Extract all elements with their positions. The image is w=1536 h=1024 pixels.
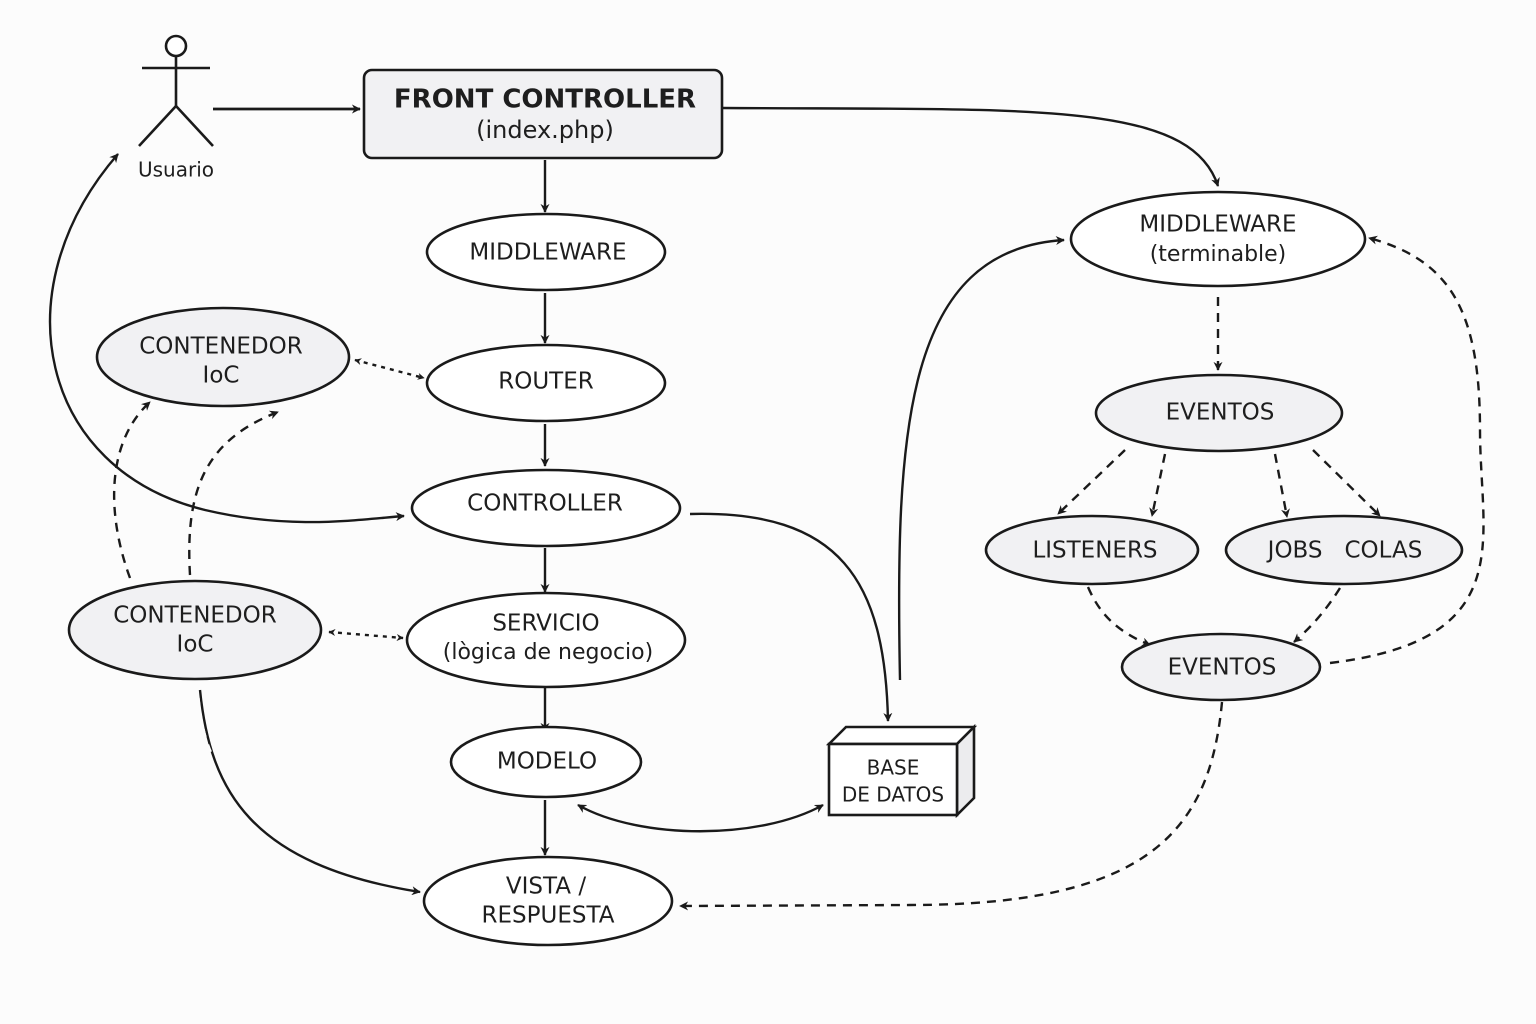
arrow-eventos-to-vista: [679, 701, 1224, 911]
modelo-ellipse: [449, 725, 643, 799]
contenedor-bottom-ellipse: [67, 579, 323, 681]
contenedor-bottom-line1: CONTENEDOR: [113, 603, 277, 629]
router-ellipse: [425, 343, 667, 423]
database-top-face: [825, 725, 978, 746]
arrow-eventos-to-jobs-a: [1273, 453, 1290, 518]
arrow-eventos-to-listeners-b: [1149, 453, 1167, 517]
link-contenedor-servicio: [328, 629, 404, 641]
vista-ellipse: [422, 855, 674, 947]
middleware-terminable-ellipse: [1069, 190, 1367, 288]
eventos-top-ellipse: [1094, 373, 1344, 453]
listeners-ellipse: [984, 514, 1200, 586]
controller-ellipse: [410, 468, 682, 548]
middleware-terminable-subtitle: (terminable): [1150, 242, 1287, 267]
modelo-label: MODELO: [497, 749, 597, 775]
contenedor-bottom-line2: IoC: [177, 632, 214, 658]
router-label: ROUTER: [498, 369, 594, 395]
listeners-label: LISTENERS: [1032, 538, 1157, 564]
actor-label: Usuario: [138, 158, 214, 182]
arrow-front-controller-to-terminable: [721, 106, 1220, 187]
node-middleware: MIDDLEWARE: [425, 212, 667, 292]
node-front-controller: FRONT CONTROLLER (index.php): [362, 68, 724, 160]
database-line2: DE DATOS: [842, 783, 944, 807]
node-jobs-colas: JOBS COLAS: [1224, 514, 1464, 586]
actor-head: [164, 34, 188, 58]
arrow-eventos-to-listeners-a: [1057, 449, 1126, 515]
link-contenedor-bottom-to-top-b: [188, 410, 279, 576]
middleware-terminable-title: MIDDLEWARE: [1139, 212, 1296, 238]
node-servicio: SERVICIO (lògica de negocio): [405, 591, 687, 689]
front-controller-box: [362, 68, 724, 160]
node-controller: CONTROLLER: [410, 468, 682, 548]
eventos-bottom-label: EVENTOS: [1168, 655, 1277, 681]
arrow-jobs-to-eventos: [1293, 587, 1342, 643]
middleware-label: MIDDLEWARE: [469, 240, 626, 266]
controller-label: CONTROLLER: [467, 491, 623, 517]
node-contenedor-top: CONTENEDOR IoC: [95, 306, 351, 408]
arrow-eventos-to-jobs-b: [1312, 449, 1381, 517]
jobs-colas-ellipse: [1224, 514, 1464, 586]
contenedor-top-ellipse: [95, 306, 351, 408]
front-controller-title: FRONT CONTROLLER: [394, 85, 696, 115]
vista-line1: VISTA /: [506, 874, 586, 900]
database-front-face: [827, 742, 959, 817]
database-side-face: [955, 723, 976, 819]
node-router: ROUTER: [425, 343, 667, 423]
front-controller-subtitle: (index.php): [476, 116, 614, 144]
node-listeners: LISTENERS: [984, 514, 1200, 586]
eventos-bottom-ellipse: [1120, 632, 1322, 702]
arrow-database-to-terminable: [897, 236, 1065, 681]
actor-usuario: Usuario: [138, 34, 214, 182]
contenedor-top-line2: IoC: [203, 363, 240, 389]
node-modelo: MODELO: [449, 725, 643, 799]
arrow-user-controller-loop: [48, 153, 405, 524]
database-line1: BASE: [867, 756, 920, 780]
eventos-top-label: EVENTOS: [1166, 400, 1275, 426]
servicio-title: SERVICIO: [492, 611, 599, 637]
arrow-controller-to-database: [689, 512, 893, 722]
middleware-ellipse: [425, 212, 667, 292]
arrow-listeners-to-eventos: [1086, 586, 1151, 647]
node-vista: VISTA / RESPUESTA: [422, 855, 674, 947]
vista-line2: RESPUESTA: [482, 903, 615, 929]
node-eventos-top: EVENTOS: [1094, 373, 1344, 453]
node-middleware-terminable: MIDDLEWARE (terminable): [1069, 190, 1367, 288]
servicio-subtitle: (lògica de negocio): [443, 640, 653, 665]
link-contenedor-bottom-to-top-a: [112, 401, 151, 579]
link-contenedor-router: [354, 358, 425, 380]
arrow-contenedor-to-vista: [198, 689, 421, 896]
node-eventos-bottom: EVENTOS: [1120, 632, 1322, 702]
jobs-colas-label: JOBS COLAS: [1266, 538, 1423, 564]
servicio-ellipse: [405, 591, 687, 689]
arrow-modelo-database: [577, 803, 824, 833]
contenedor-top-line1: CONTENEDOR: [139, 334, 303, 360]
node-contenedor-bottom: CONTENEDOR IoC: [67, 579, 323, 681]
arrow-eventos-to-terminable: [1329, 235, 1485, 665]
connectors: [48, 104, 1485, 911]
node-base-datos: BASE DE DATOS: [825, 723, 978, 819]
